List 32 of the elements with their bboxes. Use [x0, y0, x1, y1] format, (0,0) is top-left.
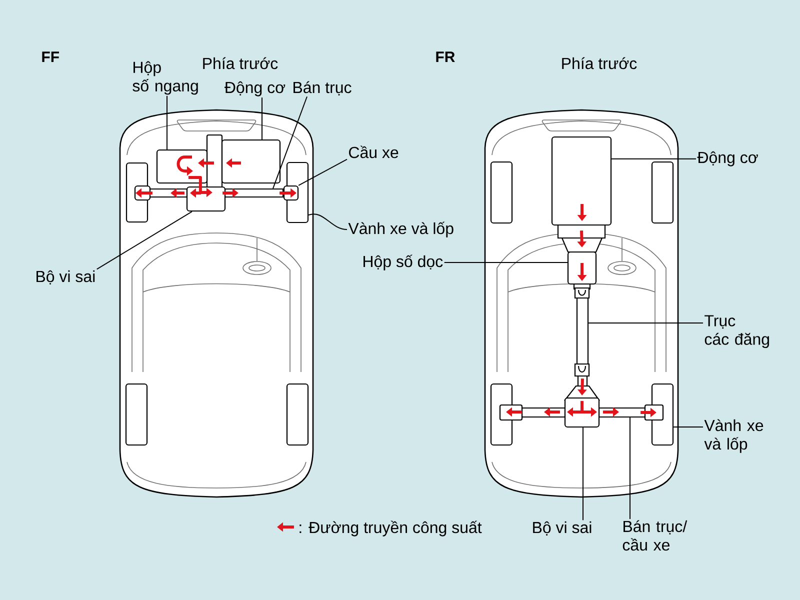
leader-line [673, 426, 704, 428]
part-label: Trục các đăng [704, 315, 769, 348]
wheel [125, 383, 148, 446]
part-label: Động cơ [224, 81, 286, 96]
part-label: Bộ vi sai [36, 270, 95, 284]
part-label: Vành xe và lốp [348, 222, 454, 238]
part-label: Cầu xe [349, 146, 398, 158]
engine-block [221, 139, 281, 184]
part-label: Bán trục/ cầu xe [622, 520, 688, 551]
leader-line [444, 262, 568, 264]
leader-line [272, 96, 308, 189]
panel-heading: FF [42, 52, 59, 62]
part-label: Vành xe và lốp [704, 419, 764, 453]
orientation-label: Phía trước [203, 57, 278, 70]
part-label: Hộp số dọc [364, 254, 443, 270]
part-label: Bộ vi sai [533, 521, 592, 536]
leader-line [582, 427, 584, 521]
legend-text: : Đường truyền công suất [300, 520, 482, 536]
wheel [490, 161, 513, 224]
leader-line [298, 158, 348, 186]
part-label: Bán trục [294, 81, 352, 96]
leader-line [588, 322, 704, 324]
leader-line [166, 95, 168, 150]
leader-line [308, 214, 348, 230]
wheel [651, 161, 674, 224]
part-label: Động cơ [697, 151, 758, 166]
wheel [286, 383, 309, 446]
panel-heading: FR [436, 52, 455, 62]
leader-line [611, 158, 696, 160]
part-label: Hộp số ngang [132, 61, 198, 95]
leader-line [96, 211, 192, 270]
orientation-label: Phía trước [562, 57, 637, 70]
